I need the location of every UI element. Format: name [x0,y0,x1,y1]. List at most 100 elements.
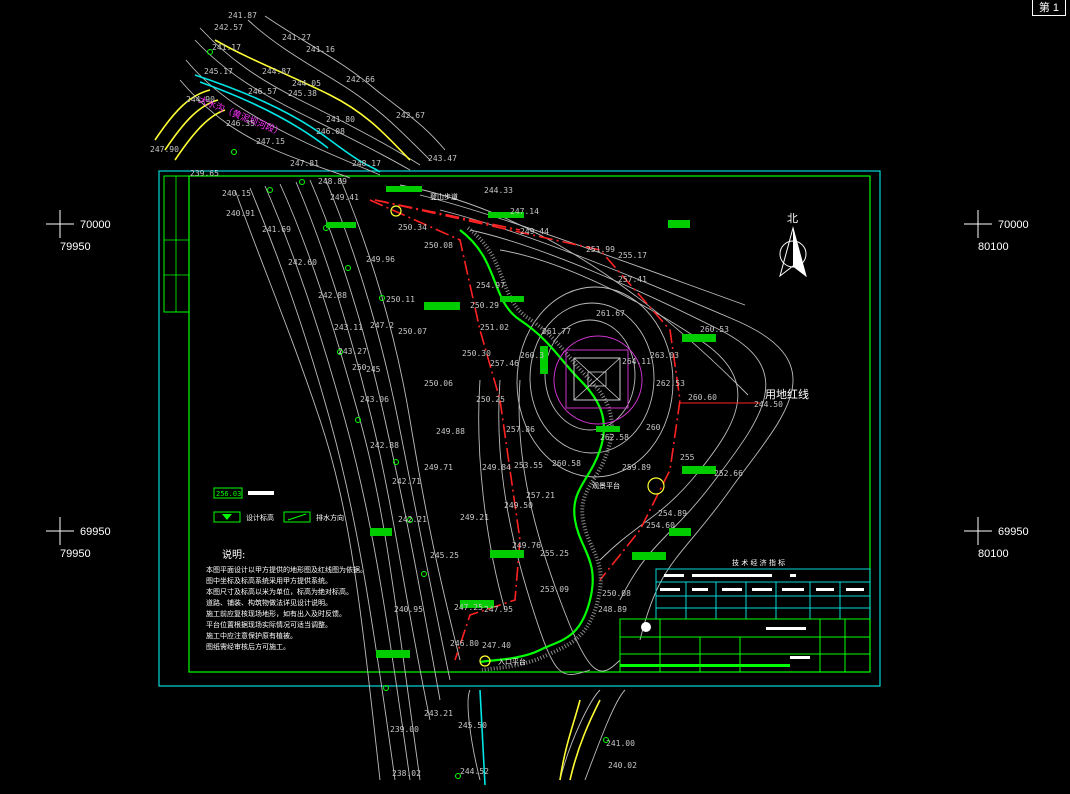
legend-text: 设计标高 [246,513,274,522]
elevation-label: 239.65 [190,169,219,178]
elevation-label: 250.08 [602,589,631,598]
elevation-label: 250.30 [462,349,491,358]
elevation-label: 240.15 [222,189,251,198]
legend-text: 排水方向 [316,513,344,522]
elevation-label: 241.00 [606,739,635,748]
note-line: 本图平面设计以甲方提供的地形图及红线图为依据。 [206,565,367,574]
elevation-label: 249.84 [482,463,511,472]
pavilion-plan [553,335,643,425]
path-tags [326,186,716,658]
elevation-label: 247.15 [256,137,285,146]
elevation-label: 239.00 [390,725,419,734]
note-line: 道路、铺装、构筑物做法详见设计说明。 [206,598,332,607]
grid-label: 79950 [60,548,91,560]
elevation-label: 254.89 [658,509,687,518]
elevation-label: 250.25 [476,395,505,404]
elevation-label: 251.99 [586,245,615,254]
elevation-label: 251.02 [480,323,509,332]
elevation-label: 243.11 [334,323,363,332]
elevation-label: 243.06 [360,395,389,404]
elevation-label: 247.25 [454,603,483,612]
note-line: 施工前应复核现场地形，如有出入及时反馈。 [206,609,346,618]
marker-circle [390,205,402,217]
elevation-label: 250.08 [424,241,453,250]
elevation-label: 241.16 [306,45,335,54]
elevation-label: 244.50 [754,400,783,409]
elevation-label: 249.71 [424,463,453,472]
inner-frame [188,175,871,673]
elevation-label: 241.87 [228,11,257,20]
elevation-label: 247.14 [510,207,539,216]
elevation-label: 249.50 [504,501,533,510]
elevation-label: 249.21 [460,513,489,522]
elevation-label: 242.57 [214,23,243,32]
north-label: 北 [787,212,798,225]
elevation-label: 260.60 [688,393,717,402]
elevation-label: 246.57 [248,87,277,96]
elevation-label: 242.66 [346,75,375,84]
layout-tab[interactable]: 第 1 [1031,0,1066,16]
note-line: 本图尺寸及标高以米为单位，标高为绝对标高。 [206,587,353,596]
callout-label: 入口平台 [498,657,526,666]
elevation-label: 242.88 [370,441,399,450]
grid-label: 69950 [998,526,1029,538]
elevation-label: 257.46 [490,359,519,368]
elevation-label: 240.02 [608,761,637,770]
elevation-label: 240.95 [394,605,423,614]
elevation-label: 264.11 [622,357,651,366]
elevation-label: 250.34 [398,223,427,232]
elevation-label: 257.41 [618,275,647,284]
elevation-label: 242.71 [392,477,421,486]
elevation-label: 245.50 [458,721,487,730]
elevation-label: 250.06 [424,379,453,388]
grid-label: 70000 [80,219,111,231]
grid-label: 79950 [60,241,91,253]
notes-title: 说明: [222,548,245,561]
elevation-label: 260.58 [552,459,581,468]
elevation-label: 254.97 [476,281,505,290]
elevation-label: 259.89 [622,463,651,472]
elevation-label: 244.87 [262,67,291,76]
elevation-label: 244.52 [460,767,489,776]
grid-label: 69950 [80,526,111,538]
elevation-label: 244.90 [186,95,215,104]
elevation-label: 245 [366,365,381,374]
elevation-label: 260 [646,423,661,432]
elevation-label: 241.27 [282,33,311,42]
elevation-label: 257.21 [526,491,555,500]
elevation-label: 253.55 [514,461,543,470]
elevation-label: 248.89 [318,177,347,186]
elevation-label: 260.3 [520,351,544,360]
note-line: 图中坐标及标高系统采用甲方提供系统。 [206,576,332,585]
elevation-label: 246.35 [226,119,255,128]
grid-label: 70000 [998,219,1029,231]
elevation-label: 249.96 [366,255,395,264]
elevation-label: 249.76 [512,541,541,550]
elevation-label: 241.69 [262,225,291,234]
elevation-label: 262.53 [656,379,685,388]
elevation-label: 243.47 [428,154,457,163]
elevation-label: 249.44 [520,227,549,236]
elevation-label: 238.02 [392,769,421,778]
elevation-label: 247.90 [150,145,179,154]
elevation-label: 244.05 [292,79,321,88]
elevation-label: 261.67 [596,309,625,318]
elevation-label: 241.17 [212,43,241,52]
outer-frame [158,170,881,687]
elevation-label: 250.11 [386,295,415,304]
side-strip [163,175,190,313]
callout-label: 登山步道 [430,192,458,201]
note-line: 施工中应注意保护原有植被。 [206,631,297,640]
elevation-label: 241.80 [326,115,355,124]
elevation-label: 242.67 [396,111,425,120]
elevation-label: 247.81 [290,159,319,168]
elevation-label: 247.40 [482,641,511,650]
elevation-label: 245.38 [288,89,317,98]
grid-crosshairs [46,210,992,545]
note-line: 图纸需经审核后方可施工。 [206,642,290,651]
river-bank-lines [154,39,601,781]
redline-label: 用地红线 [765,387,809,401]
elevation-label: 250.07 [398,327,427,336]
